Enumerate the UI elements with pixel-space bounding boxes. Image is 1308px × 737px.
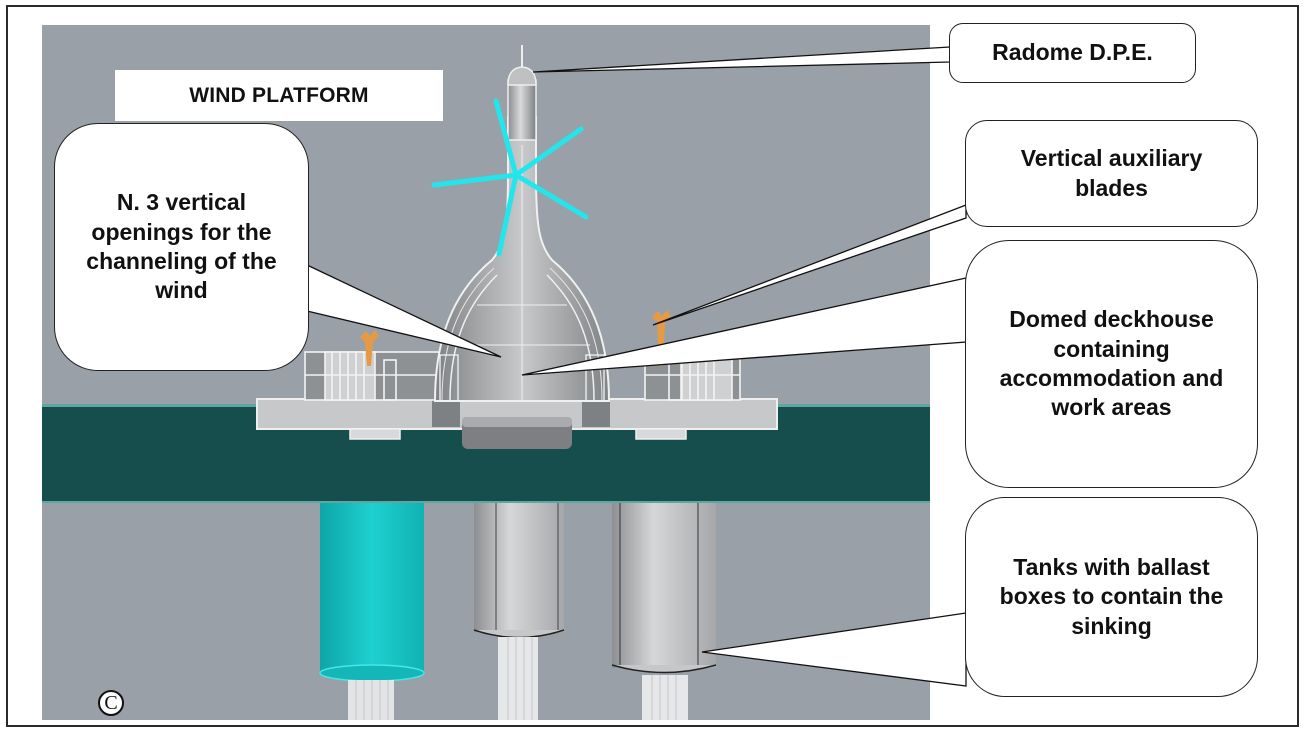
tank-grey-center [473, 503, 565, 720]
callout-radome-text: Radome D.P.E. [992, 39, 1153, 66]
callout-deckhouse: Domed deckhouse containing accommodation… [965, 240, 1258, 488]
callout-aux-blades-text: Vertical auxiliary blades [1020, 145, 1203, 201]
callout-deckhouse-text: Domed deckhouse containing accommodation… [999, 306, 1224, 421]
sea-bottom-line [42, 501, 930, 503]
radome [507, 45, 537, 141]
deck-module-left [304, 351, 446, 401]
callout-openings: N. 3 vertical openings for the channelin… [54, 123, 309, 371]
callout-tanks-text: Tanks with ballast boxes to contain the … [999, 553, 1224, 639]
callout-tanks: Tanks with ballast boxes to contain the … [965, 497, 1258, 697]
tank-cyan [319, 503, 425, 720]
deck-platform [256, 398, 778, 449]
copyright-icon: C [98, 690, 124, 716]
callout-openings-text: N. 3 vertical openings for the channelin… [86, 189, 277, 304]
copyright-symbol: C [104, 692, 118, 714]
callout-radome: Radome D.P.E. [949, 23, 1196, 83]
turbine-rotor [431, 98, 589, 257]
domed-deckhouse [433, 116, 611, 402]
callout-aux-blades: Vertical auxiliary blades [965, 120, 1258, 227]
tank-grey-right [611, 503, 717, 720]
diagram-title: WIND PLATFORM [115, 70, 443, 121]
